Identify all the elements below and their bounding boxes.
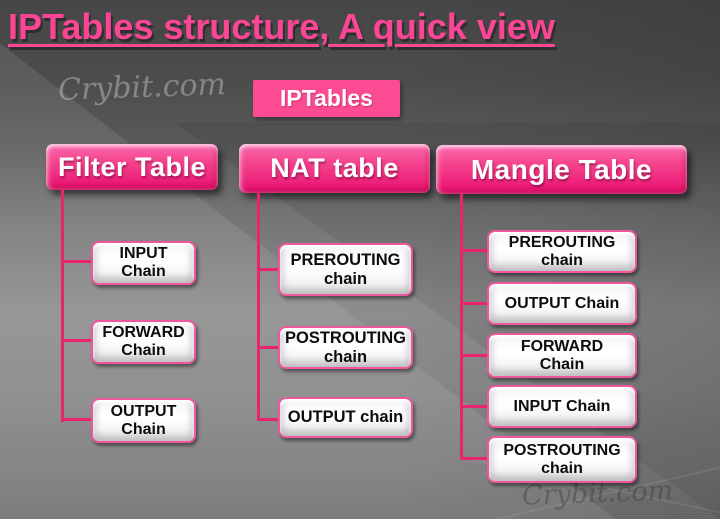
chain-box-mangle-forward: FORWARD Chain	[487, 333, 637, 378]
connector-vline-mangle	[460, 194, 463, 459]
chain-box-nat-output: OUTPUT chain	[278, 397, 413, 438]
chain-box-filter-output: OUTPUT Chain	[91, 398, 196, 443]
chain-box-filter-input: INPUT Chain	[91, 241, 196, 285]
connector-branch	[460, 457, 489, 460]
connector-branch	[460, 249, 489, 252]
watermark-top: Crybit.com	[57, 67, 227, 108]
chain-box-mangle-postrouting: POSTROUTING chain	[487, 436, 637, 483]
chain-box-mangle-prerouting: PREROUTING chain	[487, 230, 637, 273]
connector-branch	[460, 354, 489, 357]
table-header-nat: NAT table	[239, 144, 430, 193]
chain-box-nat-prerouting: PREROUTING chain	[278, 243, 413, 296]
connector-branch	[460, 302, 489, 305]
chain-box-nat-postrouting: POSTROUTING chain	[278, 326, 413, 369]
table-header-filter: Filter Table	[46, 144, 218, 190]
connector-branch	[257, 268, 280, 271]
connector-branch	[61, 339, 93, 342]
connector-vline-filter	[61, 189, 64, 422]
connector-branch	[61, 418, 93, 421]
iptables-root-node: IPTables	[253, 80, 400, 117]
connector-branch	[460, 405, 489, 408]
connector-branch	[257, 346, 280, 349]
chain-box-mangle-input: INPUT Chain	[487, 385, 637, 428]
connector-vline-nat	[257, 192, 260, 421]
chain-box-mangle-output: OUTPUT Chain	[487, 282, 637, 325]
chain-box-filter-forward: FORWARD Chain	[91, 320, 196, 364]
connector-branch	[61, 260, 93, 263]
connector-branch	[257, 418, 280, 421]
table-header-mangle: Mangle Table	[436, 145, 687, 194]
page-title: IPTables structure, A quick view	[8, 6, 555, 47]
